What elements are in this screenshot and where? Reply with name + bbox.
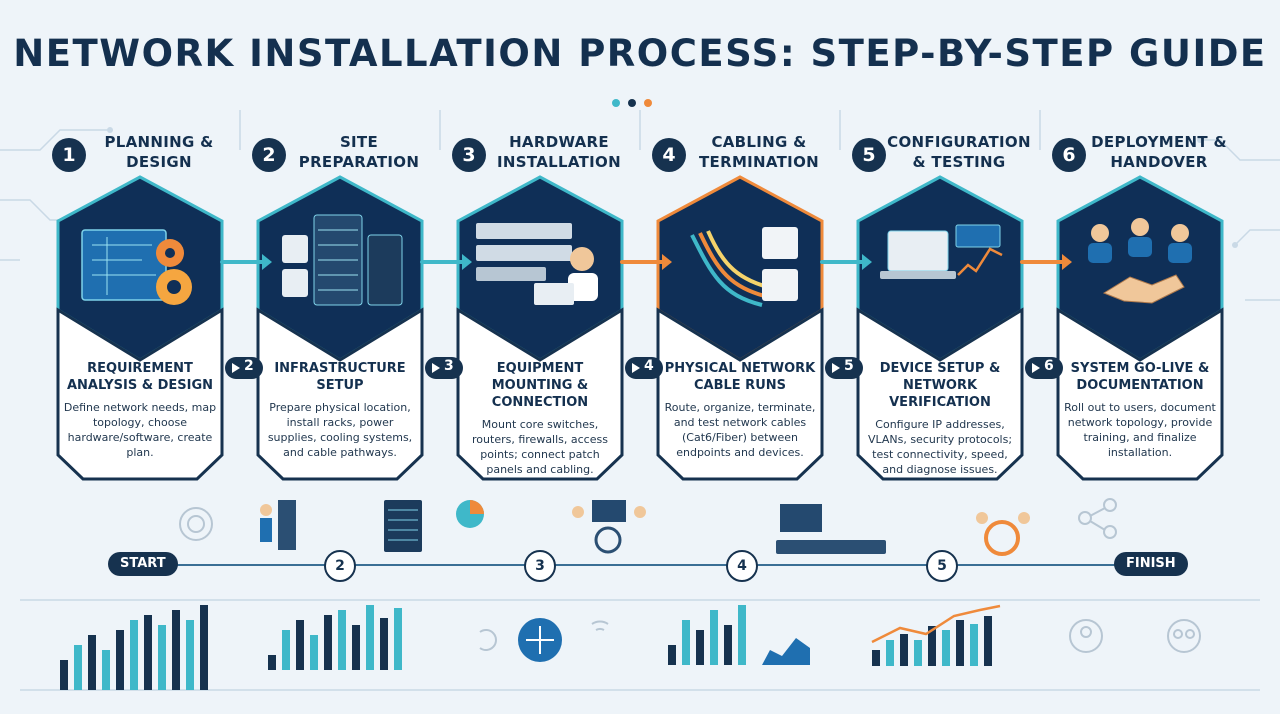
step-title: SITE PREPARATION xyxy=(298,133,420,171)
step-title: PLANNING & DESIGN xyxy=(104,133,214,171)
page-title: NETWORK INSTALLATION PROCESS: STEP-BY-ST… xyxy=(13,32,1267,75)
pie-chart-icon xyxy=(456,500,484,528)
step-5-card: 5 CONFIGURATION & TESTING DEVICE SETUP &… xyxy=(852,120,1031,481)
step-6-card: 6 DEPLOYMENT & HANDOVER SYSTEM GO-LIVE &… xyxy=(1052,120,1228,481)
timeline-track xyxy=(110,564,1170,566)
connector-chip: 6 xyxy=(1024,356,1064,380)
switch-technician-icon xyxy=(476,223,598,305)
step-3-card: 3 HARDWARE INSTALLATION EQUIPMENT MOUNTI… xyxy=(452,120,628,481)
network-hub-icon xyxy=(1078,498,1117,539)
step-subtitle: INFRASTRUCTURE SETUP xyxy=(274,361,406,393)
step-header: 3 HARDWARE INSTALLATION xyxy=(452,130,628,180)
step-number-badge: 5 xyxy=(852,138,886,172)
step-subtitle: PHYSICAL NETWORK CABLE RUNS xyxy=(664,361,816,393)
step-subtitle: REQUIREMENT ANALYSIS & DESIGN xyxy=(66,361,214,393)
step-4-card: 4 CABLING & TERMINATION PHYSICAL NETWORK… xyxy=(652,120,828,481)
step-description: Roll out to users, document network topo… xyxy=(1064,401,1216,459)
blueprint-gears-icon xyxy=(81,229,192,305)
hex-card-frame xyxy=(856,175,1024,481)
timeline-marker: 2 xyxy=(324,550,356,582)
server-tower-icon xyxy=(384,500,422,552)
step-number-badge: 1 xyxy=(52,138,86,172)
step-header: 1 PLANNING & DESIGN xyxy=(52,130,228,180)
server-rack-outlets-icon xyxy=(282,214,403,306)
hex-card-frame xyxy=(256,175,424,481)
step-number-badge: 2 xyxy=(252,138,286,172)
title-dots xyxy=(612,92,672,107)
hex-card-frame xyxy=(456,175,624,481)
step-title: CABLING & TERMINATION xyxy=(699,133,819,171)
hex-card-frame xyxy=(1056,175,1224,481)
timeline-start: START xyxy=(108,552,178,576)
bottom-decorative-charts xyxy=(60,604,1201,690)
step-header: 2 SITE PREPARATION xyxy=(252,130,428,180)
timeline-finish: FINISH xyxy=(1114,552,1188,576)
laptop-config-icon xyxy=(880,224,1003,279)
bar-chart-center-left-icon xyxy=(268,605,402,670)
step-2-card: 2 SITE PREPARATION INFRASTRUCTURE SETUP … xyxy=(252,120,428,481)
ethernet-cables-icon xyxy=(690,227,798,307)
step-title: DEPLOYMENT & HANDOVER xyxy=(1091,133,1227,171)
step-description: Configure IP addresses, VLANs, security … xyxy=(867,418,1013,476)
cable-reel-icon xyxy=(976,512,1030,556)
step-description: Route, organize, terminate, and test net… xyxy=(664,401,816,459)
step-number-badge: 3 xyxy=(452,138,486,172)
technician-rack-icon xyxy=(260,500,296,550)
step-header: 4 CABLING & TERMINATION xyxy=(652,130,828,180)
area-chart-icon xyxy=(668,605,810,665)
handshake-icon xyxy=(1088,218,1192,304)
step-subtitle: EQUIPMENT MOUNTING & CONNECTION xyxy=(491,361,589,410)
timeline-marker: 5 xyxy=(926,550,958,582)
timeline-marker: 4 xyxy=(726,550,758,582)
step-subtitle: DEVICE SETUP & NETWORK VERIFICATION xyxy=(879,361,1001,410)
step-number-badge: 4 xyxy=(652,138,686,172)
connector-chip: 2 xyxy=(224,356,264,380)
step-description: Prepare physical location, install racks… xyxy=(267,401,413,459)
step-description: Mount core switches, routers, firewalls,… xyxy=(472,418,608,476)
team-icons xyxy=(1069,619,1201,653)
technicians-desk-icon xyxy=(572,500,646,554)
step-header: 6 DEPLOYMENT & HANDOVER xyxy=(1052,130,1228,180)
network-globe-icon xyxy=(479,618,609,662)
step-title: CONFIGURATION & TESTING xyxy=(887,133,1031,171)
hex-card-frame xyxy=(656,175,824,481)
step-title: HARDWARE INSTALLATION xyxy=(497,133,621,171)
hex-card-frame xyxy=(56,175,224,481)
timeline-marker: 3 xyxy=(524,550,556,582)
step-subtitle: SYSTEM GO-LIVE & DOCUMENTATION xyxy=(1070,361,1210,393)
bar-line-chart-icon xyxy=(871,604,1001,666)
monitor-equipment-icon xyxy=(776,504,886,554)
connector-chip: 3 xyxy=(424,356,464,380)
step-header: 5 CONFIGURATION & TESTING xyxy=(852,130,1031,180)
step-description: Define network needs, map topology, choo… xyxy=(63,401,217,459)
connector-chip: 4 xyxy=(624,356,664,380)
step-1-card: 1 PLANNING & DESIGN REQUIREMENT ANALYSIS… xyxy=(52,120,228,481)
connector-chip: 5 xyxy=(824,356,864,380)
fingerprint-icon xyxy=(179,507,213,541)
bar-chart-left-icon xyxy=(60,605,208,690)
step-number-badge: 6 xyxy=(1052,138,1086,172)
